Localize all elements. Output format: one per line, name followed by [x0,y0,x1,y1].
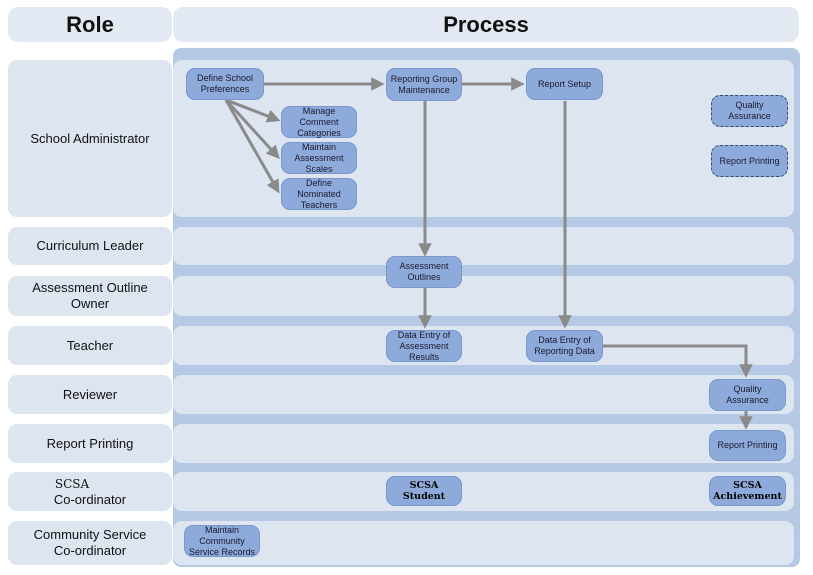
lane-label-scsa-coordinator: SCSA Co-ordinator [8,472,172,511]
lane-curriculum-leader [173,227,794,265]
lane-label-curriculum-leader: Curriculum Leader [8,227,172,265]
arrow-preferences-to-assessment-scales [224,98,280,159]
node-report-setup: Report Setup [526,68,603,100]
node-reporting-group-maintenance: Reporting Group Maintenance [386,68,462,101]
lane-label-reviewer: Reviewer [8,375,172,414]
node-define-nominated-teachers: Define Nominated Teachers [281,178,357,210]
node-quality-assurance-reviewer: Quality Assurance [709,379,786,411]
process-header: Process [173,7,799,42]
node-scsa-student: SCSA Student [386,476,462,506]
lane-report-printing [173,424,794,463]
node-assessment-outlines: Assessment Outlines [386,256,462,288]
lane-assessment-outline-owner [173,276,794,316]
node-data-entry-assessment-results: Data Entry of Assessment Results [386,330,462,362]
node-manage-comment-categories: Manage Comment Categories [281,106,357,138]
node-define-school-preferences: Define School Preferences [186,68,264,100]
lane-community-service-coordinator [173,521,794,565]
lane-label-school-administrator: School Administrator [8,60,172,217]
arrow-preferences-to-nominated-teachers [224,99,280,194]
lane-reviewer [173,375,794,414]
node-report-printing-admin: Report Printing [711,145,788,177]
arrow-preferences-to-comment-categories [225,98,281,123]
lane-scsa-coordinator [173,472,794,511]
lane-label-report-printing: Report Printing [8,424,172,463]
node-quality-assurance-admin: Quality Assurance [711,95,788,127]
node-scsa-achievement: SCSA Achievement [709,476,786,506]
lane-label-teacher: Teacher [8,326,172,365]
arrow-data-entry-reporting-to-quality-assurance [603,344,753,378]
node-report-printing: Report Printing [709,430,786,461]
node-maintain-assessment-scales: Maintain Assessment Scales [281,142,357,174]
node-maintain-community-service-records: Maintain Community Service Records [184,525,260,557]
role-header: Role [8,7,172,42]
node-data-entry-reporting-data: Data Entry of Reporting Data [526,330,603,362]
